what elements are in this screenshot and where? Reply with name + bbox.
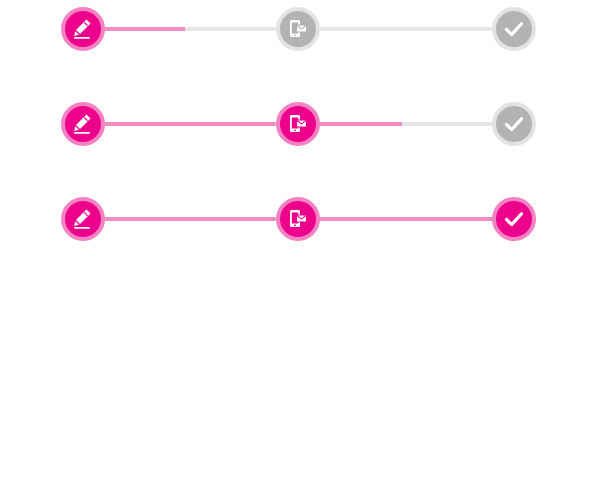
step-complete[interactable]	[492, 197, 536, 241]
checkmark-icon	[502, 112, 526, 136]
progress-track	[104, 122, 276, 126]
step-edit[interactable]	[61, 102, 105, 146]
progress-track	[318, 217, 494, 221]
progress-fill	[104, 217, 276, 221]
progress-fill	[104, 122, 276, 126]
progress-track	[318, 27, 494, 31]
step-complete[interactable]	[492, 7, 536, 51]
phone-message-icon	[286, 112, 310, 136]
edit-pencil-icon	[71, 112, 95, 136]
checkmark-icon	[502, 17, 526, 41]
progress-track	[104, 217, 276, 221]
progress-stepper-2	[0, 100, 600, 148]
progress-stepper-1	[0, 5, 600, 53]
edit-pencil-icon	[71, 17, 95, 41]
checkmark-icon	[502, 207, 526, 231]
phone-message-icon	[286, 17, 310, 41]
step-edit[interactable]	[61, 197, 105, 241]
progress-fill	[104, 27, 185, 31]
step-message[interactable]	[276, 197, 320, 241]
step-message[interactable]	[276, 102, 320, 146]
progress-track	[318, 122, 494, 126]
progress-fill	[318, 217, 494, 221]
progress-stepper-3	[0, 195, 600, 243]
phone-message-icon	[286, 207, 310, 231]
progress-fill	[318, 122, 403, 126]
step-complete[interactable]	[492, 102, 536, 146]
step-message[interactable]	[276, 7, 320, 51]
edit-pencil-icon	[71, 207, 95, 231]
step-edit[interactable]	[61, 7, 105, 51]
progress-track	[104, 27, 276, 31]
